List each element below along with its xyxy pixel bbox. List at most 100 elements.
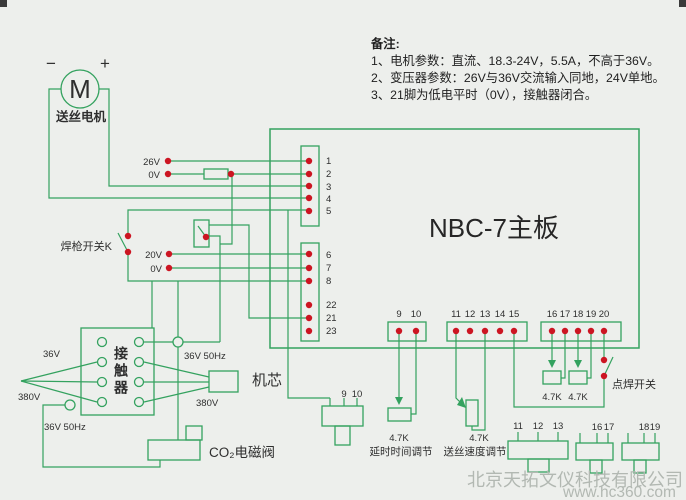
plug3-body [575,442,614,461]
connector-j2-box [300,242,320,342]
plug2-tab [527,458,550,473]
wire-gunswitch-top-to-pin5 [127,209,309,236]
label-380v-right: 380V [196,398,219,409]
watermark-url: www.hc360.com [562,484,676,500]
wire-bottom-left-supply [42,404,161,468]
plug4-prongs [627,433,656,443]
label-20v: 20V [145,250,163,261]
label-36v50hz-bottom-left: 36V 50Hz [44,422,86,433]
j5-pin-label: 18 [573,309,584,320]
arrow-pin18 [574,360,582,368]
contactor-terminal [96,396,108,408]
plug3-pin-label: 17 [604,422,615,433]
j5-pin-label: 19 [586,309,597,320]
core-label: 机芯 [252,372,282,389]
plug1-prongs [329,398,358,406]
wire-motor-negative-to-pin4 [48,88,309,199]
connector-j3-box [387,321,427,342]
j5-pin-label: 20 [599,309,610,320]
j3-pin-label: 10 [411,309,422,320]
label-36v50hz-mid: 36V 50Hz [184,351,226,362]
main-board-outline [269,128,640,349]
wire-pin10-to-pot [411,334,417,415]
pot-16-value: 4.7K [542,392,562,403]
connector-j1-box [300,145,320,227]
contactor-terminal [133,356,145,368]
notes-line-3: 3、21脚为低电平时（0V），接触器闭合。 [371,87,597,102]
motor-plus: + [100,54,110,73]
pot-speed-caption: 送丝速度调节 [444,445,507,458]
fan-left-2 [20,380,98,383]
plug3-pin-label: 16 [592,422,603,433]
j4-pin-label: 11 [451,309,461,320]
pot-18 [568,370,588,385]
spot-switch-label: 点焊开关 [612,377,656,391]
notes-title: 备注: [370,36,400,51]
fan-right-3 [143,386,210,403]
wire-pin13-to-pot [471,334,486,431]
wires [20,88,656,468]
j2-pin-label: 8 [326,276,331,287]
pot-delay-value: 4.7K [389,433,409,444]
fan-left-1 [20,361,98,382]
pot-16 [542,370,562,385]
contactor-terminal [96,376,108,388]
plug3-tab [589,459,603,474]
core-box [208,370,239,393]
relay-contact-box [193,219,210,248]
board-title: NBC-7主板 [429,213,559,243]
wire-relay-to-pin21 [209,224,309,319]
j5-pin-label: 16 [547,309,558,320]
j2-pin-label: 22 [326,300,337,311]
wire-relay-contact-branch [207,235,221,342]
connection-dots [124,157,608,380]
valve-label: CO₂电磁阀 [209,445,275,460]
valve-body [147,439,201,461]
arrow-pin9 [395,397,403,405]
contactor-terminal [96,336,108,348]
terminals [64,336,184,411]
plug4-body [621,442,660,461]
spot-switch-blade [603,356,614,377]
arrowheads [395,360,582,408]
notes-line-1: 1、电机参数：直流、18.3-24V，5.5A，不高于36V。 [371,53,659,68]
plug1-body [321,405,364,427]
motor-label: 送丝电机 [55,109,107,124]
plug2-pin-label: 11 [513,421,523,432]
terminal-36v-50hz [172,336,184,348]
pot-18-value: 4.7K [568,392,588,403]
contactor-terminal [133,336,145,348]
plug2-pin-label: 12 [533,421,544,432]
pot-delay-caption: 延时时间调节 [370,445,433,458]
motor-symbol: M [69,74,91,104]
label-26v: 26V [143,157,161,168]
label-0v-top: 0V [148,170,160,181]
fan-left-3 [20,380,98,403]
plug4-pin-label: 18 [639,422,650,433]
label-380v-left: 380V [18,392,41,403]
j4-pin-label: 15 [509,309,520,320]
arrow-pin16 [548,360,556,368]
contactor-box [80,327,155,416]
j1-pin-label: 5 [326,206,331,217]
connector-j4-box [446,321,528,342]
wire-gunswitch-bottom-to-pin8 [127,252,309,282]
contactor-terminal [133,376,145,388]
j5-pin-label: 17 [560,309,571,320]
motor-circle [60,69,100,109]
wire-motor-positive-to-pin3 [99,88,309,187]
text-labels: − + M 送丝电机 备注: 1、电机参数：直流、18.3-24V，5.5A，不… [18,36,683,500]
arrow-pin11 [457,397,466,408]
pot-speed [465,399,479,427]
j4-pin-label: 14 [495,309,506,320]
j1-pin-label: 1 [326,156,331,167]
notes-line-2: 2、变压器参数：26V与36V交流输入同地，24V单地。 [371,70,665,85]
fan-right-1 [143,361,210,378]
connector-j5-box [540,321,622,342]
j2-pin-label: 6 [326,250,331,261]
j2-pin-label: 23 [326,326,337,337]
component-boxes [60,69,660,474]
plug2-body [507,440,569,460]
